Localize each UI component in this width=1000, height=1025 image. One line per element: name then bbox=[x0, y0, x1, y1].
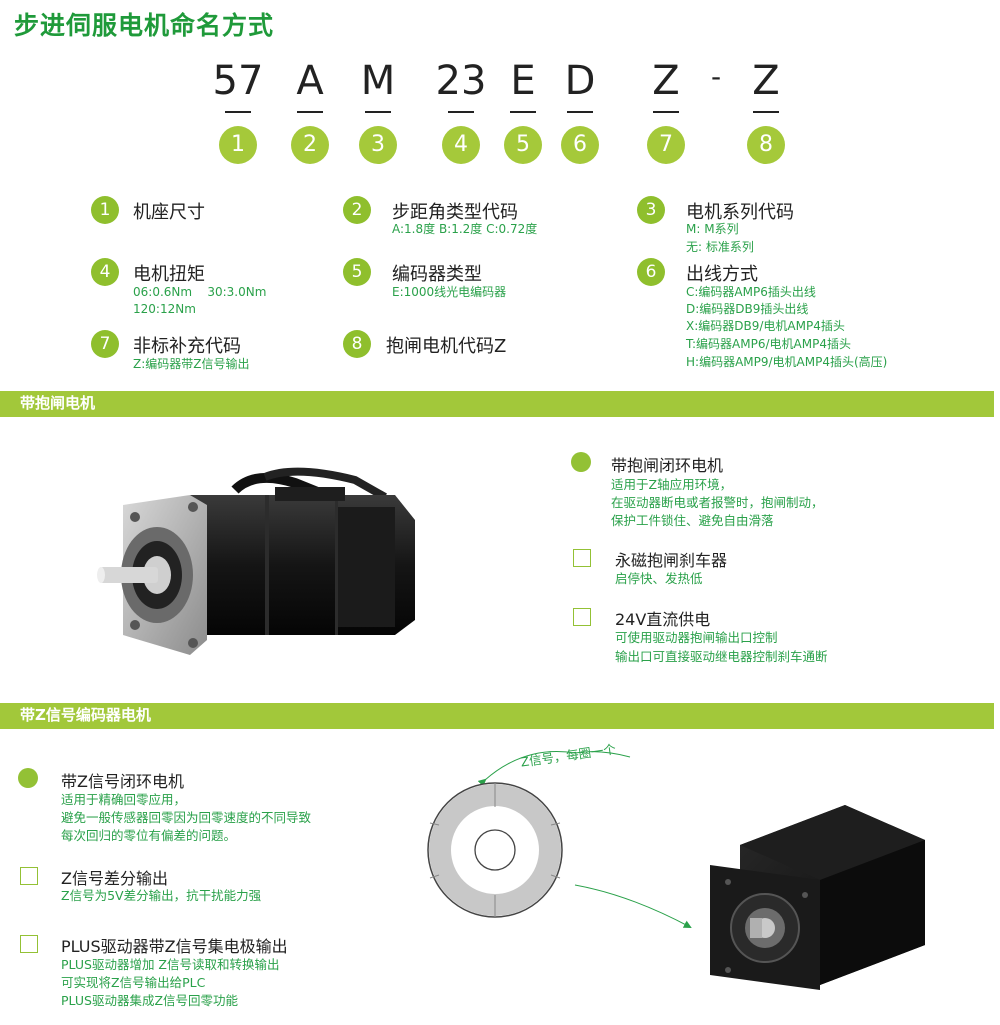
feature-detail: 输出口可直接驱动继电器控制刹车通断 bbox=[615, 649, 828, 664]
section-header-band bbox=[0, 703, 994, 727]
code-underline bbox=[653, 111, 679, 113]
definition-title: 电机系列代码 bbox=[686, 202, 794, 223]
code-char-dash: - bbox=[710, 60, 722, 93]
definition-title: 电机扭矩 bbox=[133, 264, 205, 285]
code-number-circle: 6 bbox=[561, 126, 599, 164]
code-char-outlet: D bbox=[564, 58, 596, 104]
definition-detail: 06:0.6Nm 30:3.0Nm bbox=[133, 285, 267, 299]
feature-detail: 适用于精确回零应用， bbox=[61, 792, 187, 807]
definition-detail: E:1000线光电编码器 bbox=[392, 285, 507, 299]
code-number-circle: 5 bbox=[504, 126, 542, 164]
definition-number-circle: 5 bbox=[343, 258, 371, 286]
definition-detail: X:编码器DB9/电机AMP4插头 bbox=[686, 319, 845, 333]
definition-number-circle: 8 bbox=[343, 330, 371, 358]
feature-title: 带Z信号闭环电机 bbox=[61, 772, 184, 791]
bullet-box-icon bbox=[20, 935, 38, 953]
bullet-dot-icon bbox=[18, 768, 38, 788]
definition-detail: M: M系列 bbox=[686, 222, 739, 236]
code-underline bbox=[753, 111, 779, 113]
page-title: 步进伺服电机命名方式 bbox=[14, 11, 275, 40]
feature-title: 带抱闸闭环电机 bbox=[611, 456, 724, 475]
definition-title: 机座尺寸 bbox=[133, 202, 205, 223]
feature-detail: PLUS驱动器集成Z信号回零功能 bbox=[61, 993, 239, 1008]
feature-detail: 启停快、发热低 bbox=[615, 571, 703, 586]
code-underline bbox=[448, 111, 474, 113]
code-underline bbox=[567, 111, 593, 113]
bullet-box-icon bbox=[20, 867, 38, 885]
definition-number-circle: 1 bbox=[91, 196, 119, 224]
definition-title: 编码器类型 bbox=[392, 264, 482, 285]
code-char-series: M bbox=[360, 58, 396, 104]
definition-number-circle: 4 bbox=[91, 258, 119, 286]
feature-title: 24V直流供电 bbox=[615, 610, 711, 629]
code-underline bbox=[365, 111, 391, 113]
definition-detail: C:编码器AMP6插头出线 bbox=[686, 285, 816, 299]
code-number-circle: 2 bbox=[291, 126, 329, 164]
feature-detail: 可使用驱动器抱闸输出口控制 bbox=[615, 630, 778, 645]
z-encoder-motor-image bbox=[710, 805, 925, 990]
definition-title: 非标补充代码 bbox=[133, 336, 241, 357]
section-header-brake-motor: 带抱闸电机 bbox=[20, 394, 96, 412]
feature-detail: 每次回归的零位有偏差的问题。 bbox=[61, 828, 237, 843]
definition-detail: H:编码器AMP9/电机AMP4插头(高压) bbox=[686, 355, 888, 369]
brake-motor-image bbox=[97, 467, 415, 655]
feature-title: 永磁抱闸刹车器 bbox=[615, 551, 728, 570]
bullet-box-icon bbox=[573, 549, 591, 567]
definition-detail: D:编码器DB9插头出线 bbox=[686, 302, 809, 316]
code-number-circle: 8 bbox=[747, 126, 785, 164]
code-number-circle: 4 bbox=[442, 126, 480, 164]
code-char-nonstandard: Z bbox=[652, 58, 680, 104]
definition-number-circle: 7 bbox=[91, 330, 119, 358]
bullet-box-icon bbox=[573, 608, 591, 626]
feature-detail: 适用于Z轴应用环境， bbox=[611, 477, 733, 492]
feature-title: Z信号差分输出 bbox=[61, 869, 168, 888]
code-char-torque: 23 bbox=[435, 58, 487, 104]
code-underline bbox=[225, 111, 251, 113]
definition-number-circle: 6 bbox=[637, 258, 665, 286]
definition-detail: Z:编码器带Z信号输出 bbox=[133, 357, 250, 371]
definition-detail: 120:12Nm bbox=[133, 302, 196, 316]
feature-detail: Z信号为5V差分输出，抗干扰能力强 bbox=[61, 888, 262, 903]
code-char-step-angle: A bbox=[296, 58, 324, 104]
code-number-circle: 1 bbox=[219, 126, 257, 164]
feature-detail: 避免一般传感器回零因为回零速度的不同导致 bbox=[61, 810, 312, 825]
section-divider bbox=[0, 727, 994, 729]
feature-detail: 在驱动器断电或者报警时，抱闸制动， bbox=[611, 495, 824, 510]
code-underline bbox=[297, 111, 323, 113]
section-divider bbox=[0, 415, 994, 417]
bullet-dot-icon bbox=[571, 452, 591, 472]
code-char-brake: Z bbox=[752, 58, 780, 104]
definition-number-circle: 2 bbox=[343, 196, 371, 224]
code-number-circle: 7 bbox=[647, 126, 685, 164]
feature-detail: 可实现将Z信号输出给PLC bbox=[61, 975, 206, 990]
section-header-band bbox=[0, 391, 994, 415]
definition-title: 出线方式 bbox=[686, 264, 758, 285]
feature-detail: PLUS驱动器增加 Z信号读取和转换输出 bbox=[61, 957, 280, 972]
definition-number-circle: 3 bbox=[637, 196, 665, 224]
feature-title: PLUS驱动器带Z信号集电极输出 bbox=[61, 937, 288, 956]
section-header-z-encoder: 带Z信号编码器电机 bbox=[20, 706, 151, 724]
definition-title: 抱闸电机代码Z bbox=[386, 336, 507, 357]
feature-detail: 保护工件锁住、避免自由滑落 bbox=[611, 513, 774, 528]
definition-detail: T:编码器AMP6/电机AMP4插头 bbox=[686, 337, 851, 351]
code-char-encoder: E bbox=[510, 58, 536, 104]
definition-detail: 无: 标准系列 bbox=[686, 240, 754, 254]
definition-title: 步距角类型代码 bbox=[392, 202, 518, 223]
encoder-disc-diagram bbox=[427, 751, 692, 928]
code-char-frame-size: 57 bbox=[212, 58, 264, 104]
code-number-circle: 3 bbox=[359, 126, 397, 164]
code-underline bbox=[510, 111, 536, 113]
definition-detail: A:1.8度 B:1.2度 C:0.72度 bbox=[392, 222, 538, 236]
